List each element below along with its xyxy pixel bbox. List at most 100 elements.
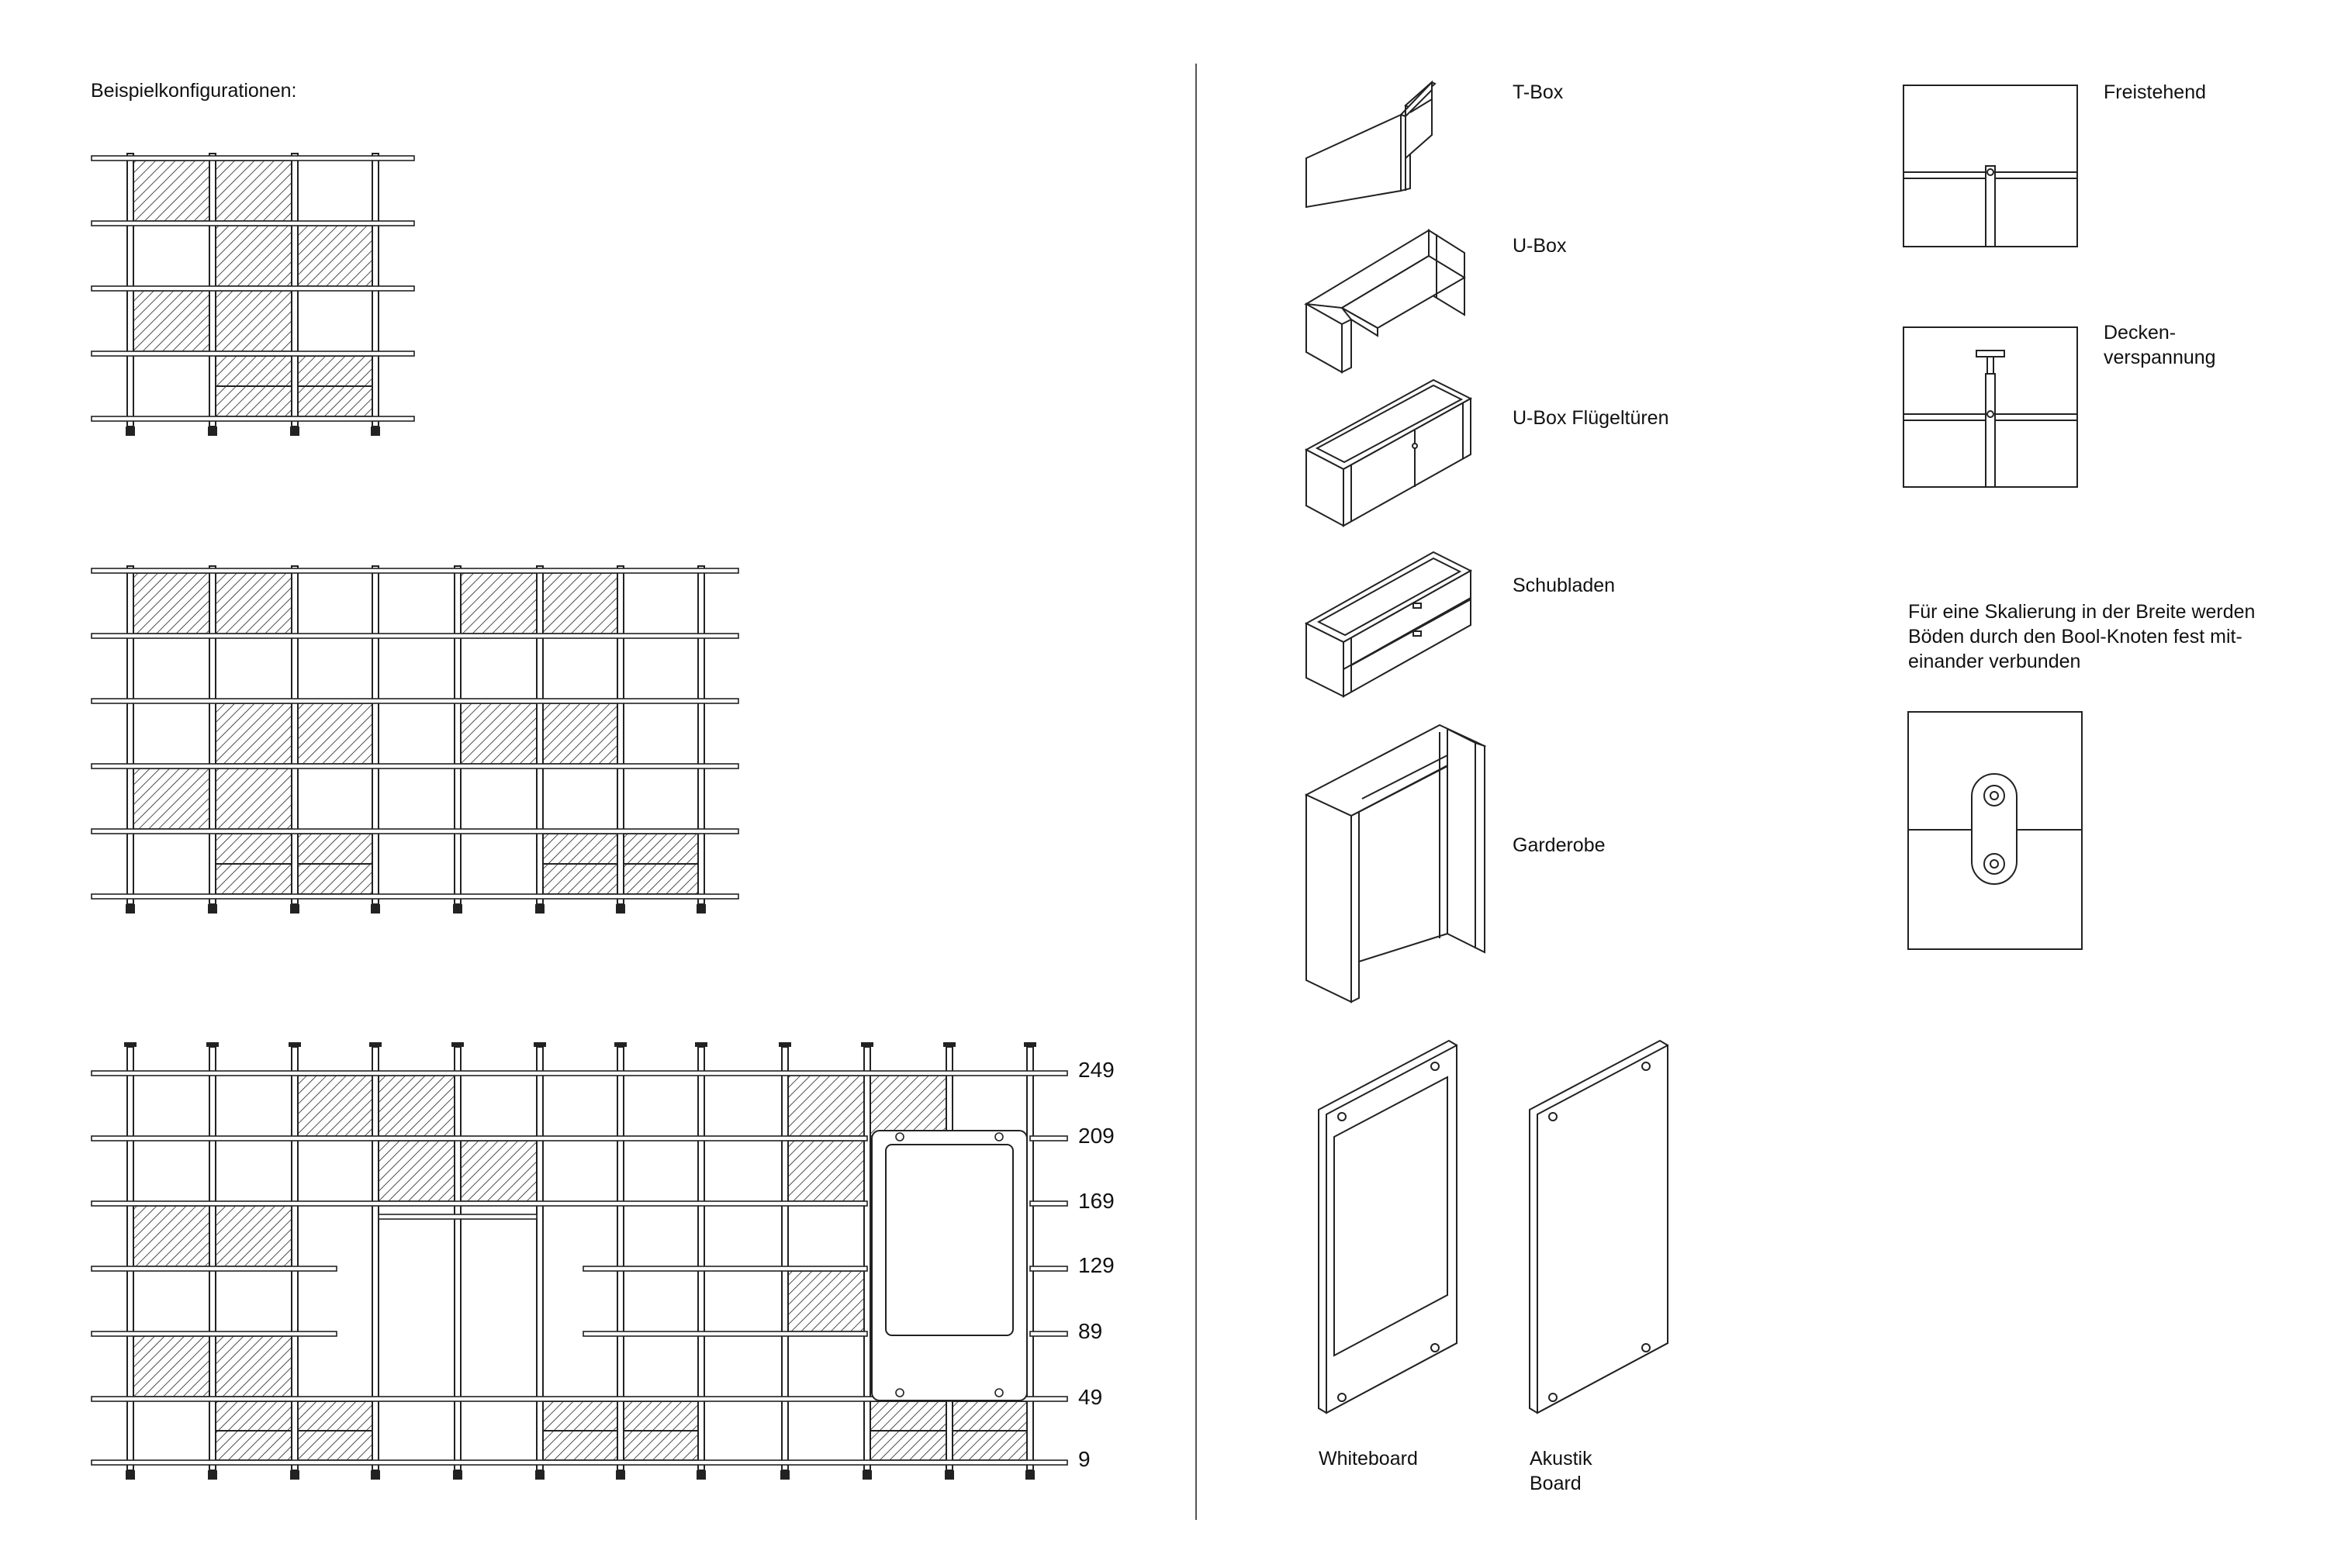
shelf-board <box>91 1070 1068 1076</box>
shelf-foot <box>126 427 135 436</box>
back-panel <box>214 160 293 222</box>
height-label: 9 <box>1078 1447 1091 1471</box>
shelf-foot <box>126 1470 135 1480</box>
acoustic-board-drawing <box>1529 1039 1668 1414</box>
height-label: 249 <box>1078 1058 1115 1082</box>
height-label: 169 <box>1078 1189 1115 1213</box>
shelf-post <box>372 1046 379 1471</box>
back-panel <box>541 703 619 765</box>
back-panel <box>459 703 538 765</box>
shelf-post <box>454 1046 462 1471</box>
shelf-board <box>91 698 739 704</box>
page-title: Beispielkonfigurationen: <box>91 80 297 102</box>
shelf-foot <box>290 1470 299 1480</box>
label-t-box: T-Box <box>1513 81 1564 103</box>
shelf-foot <box>945 1470 954 1480</box>
label-acoustic: Akustik <box>1530 1448 1592 1470</box>
ceiling-cap <box>861 1042 873 1047</box>
shelf-foot <box>1025 1470 1035 1480</box>
shelf-post <box>126 565 134 905</box>
shelf-post <box>536 565 544 905</box>
ceiling-cap <box>451 1042 464 1047</box>
back-panel <box>377 1140 456 1202</box>
shelf-post <box>209 1046 216 1471</box>
height-label: 209 <box>1078 1124 1115 1148</box>
config-large <box>91 1042 1068 1480</box>
shelf-board <box>91 220 415 226</box>
whiteboard-surface <box>885 1144 1014 1336</box>
u-box-doors-drawing <box>1304 378 1473 527</box>
shelf-foot <box>290 904 299 914</box>
ceiling-cap <box>695 1042 707 1047</box>
shelf-board <box>91 763 739 769</box>
back-panel <box>132 572 211 634</box>
shelf-board <box>91 1459 1068 1466</box>
shelf-foot <box>126 904 135 914</box>
wardrobe-rail <box>378 1214 538 1220</box>
back-panel <box>132 290 211 352</box>
shelf-post <box>126 1046 134 1471</box>
label-ceiling-1: Decken- <box>2104 322 2177 344</box>
back-panel <box>787 1075 866 1137</box>
shelf-post <box>617 1046 624 1471</box>
shelf-post <box>781 1046 789 1471</box>
back-panel <box>787 1270 866 1332</box>
ceiling-cap <box>1024 1042 1036 1047</box>
back-panel <box>214 225 293 287</box>
label-drawers: Schubladen <box>1513 575 1616 596</box>
shelf-foot <box>453 1470 462 1480</box>
shelf-post <box>617 565 624 905</box>
back-panel <box>214 572 293 634</box>
bool-node-detail <box>1907 711 2083 950</box>
back-panel <box>459 1140 538 1202</box>
shelf-foot <box>863 1470 872 1480</box>
shelf-post <box>536 1046 544 1471</box>
back-panel <box>214 703 293 765</box>
config-medium <box>91 565 739 914</box>
shelf-post <box>291 565 299 905</box>
shelf-board <box>1029 1266 1068 1272</box>
back-panel <box>296 1075 374 1137</box>
label-whiteboard: Whiteboard <box>1319 1448 1418 1470</box>
mount-screw <box>994 1132 1004 1141</box>
shelf-board <box>583 1331 868 1337</box>
shelf-post <box>291 1046 299 1471</box>
shelf-foot <box>371 904 380 914</box>
shelf-foot <box>780 1470 790 1480</box>
scaling-note-line1: Für eine Skalierung in der Breite werden <box>1908 601 2256 623</box>
shelf-foot <box>371 427 380 436</box>
shelf-board <box>91 1331 337 1337</box>
back-panel <box>132 768 211 830</box>
back-panel <box>214 1205 293 1267</box>
mount-screw <box>895 1388 904 1397</box>
shelf-foot <box>616 904 625 914</box>
t-box-drawing <box>1305 80 1437 209</box>
whiteboard-drawing <box>1318 1039 1457 1414</box>
back-panel <box>377 1075 456 1137</box>
ceiling-cap <box>614 1042 627 1047</box>
scaling-note-line2: Böden durch den Bool-Knoten fest mit- <box>1908 626 2242 648</box>
shelf-foot <box>453 904 462 914</box>
ceiling-tension-detail <box>1903 326 2078 488</box>
shelf-foot <box>616 1470 625 1480</box>
back-panel <box>869 1075 948 1137</box>
example-configurations <box>91 153 1068 1480</box>
drawers-drawing <box>1304 551 1473 698</box>
label-freestanding: Freistehend <box>2104 81 2207 103</box>
shelf-foot <box>208 904 217 914</box>
shelf-board <box>1029 1200 1068 1207</box>
back-panel <box>296 703 374 765</box>
shelf-foot <box>290 427 299 436</box>
back-panel <box>541 572 619 634</box>
ceiling-cap <box>289 1042 301 1047</box>
back-panel <box>132 1205 211 1267</box>
shelf-post <box>209 565 216 905</box>
shelf-foot <box>697 904 706 914</box>
shelf-board <box>91 633 739 639</box>
scaling-note-line3: einander verbunden <box>1908 651 2081 672</box>
label-wardrobe: Garderobe <box>1513 834 1606 856</box>
shelf-post <box>863 1046 871 1471</box>
shelf-board <box>91 828 739 834</box>
freestanding-detail <box>1903 85 2078 247</box>
label-ceiling-2: verspannung <box>2104 347 2216 368</box>
